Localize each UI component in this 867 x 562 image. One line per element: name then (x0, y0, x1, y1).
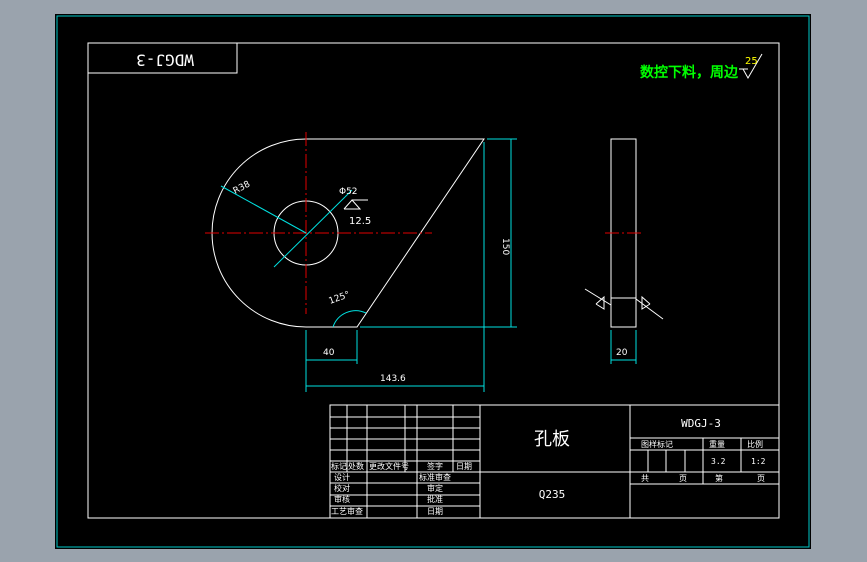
role-check: 校对 (334, 483, 350, 493)
machining-note: 数控下料，周边 (640, 64, 739, 81)
dim-20: 20 (616, 348, 628, 358)
drawing-number: WDGJ-3 (681, 417, 721, 430)
hole-diameter-label: Φ52 (339, 187, 358, 197)
scale-value: 1:2 (751, 457, 766, 466)
note-roughness-value: 25 (745, 56, 758, 67)
rev-header-file: 更改文件号 (369, 461, 409, 471)
dim-143-6: 143.6 (380, 374, 406, 384)
role-process: 工艺审查 (331, 506, 363, 516)
code-box (87, 42, 238, 74)
hole-roughness-value: 12.5 (349, 216, 371, 227)
side-roughness-marks (595, 295, 651, 310)
role-approve: 审定 (427, 483, 443, 493)
total-label: 共 (641, 474, 649, 483)
dim-150: 150 (500, 238, 510, 255)
role-design: 设计 (334, 472, 350, 482)
roughness-symbol (739, 53, 763, 80)
weight-label: 重量 (709, 439, 725, 449)
mirrored-drawing-code: WDGJ-3 (136, 51, 194, 70)
page-label: 第 (715, 473, 723, 483)
front-centerlines (205, 132, 432, 314)
angle-label: 125° (328, 290, 352, 307)
mirrored-code-group: WDGJ-3 (136, 51, 194, 70)
hole-roughness-symbol (343, 199, 368, 210)
role-standard: 标准审查 (419, 472, 451, 482)
material: Q235 (539, 488, 566, 501)
dim-40: 40 (323, 348, 335, 358)
scale-label: 比例 (747, 439, 763, 449)
section-marks (584, 288, 664, 320)
title-block (329, 404, 780, 519)
radius-label: R38 (232, 179, 253, 196)
weight-value: 3.2 (711, 457, 726, 466)
rev-header-date: 日期 (456, 462, 472, 471)
outer-frame (56, 15, 810, 548)
horizontal-dimensions (305, 142, 485, 392)
role-authorize: 批准 (427, 494, 443, 504)
role-date: 日期 (427, 507, 443, 516)
part-name: 孔板 (534, 429, 570, 450)
stage-mark-label: 图样标记 (641, 439, 673, 449)
radius-leader (220, 185, 353, 268)
inner-border (87, 42, 780, 519)
vertical-dimension (360, 138, 517, 328)
rev-header-sign: 签字 (427, 461, 443, 471)
page-suffix: 页 (757, 474, 765, 483)
role-review: 审核 (334, 494, 350, 504)
cad-drawing: WDGJ-3 数控下料，周边 25 R38 Φ52 12.5 125° 40 (56, 15, 810, 548)
side-dimension (610, 330, 637, 364)
sheets-label: 页 (679, 474, 687, 483)
drawing-sheet: WDGJ-3 数控下料，周边 25 R38 Φ52 12.5 125° 40 (55, 14, 811, 549)
angle-arc (332, 310, 367, 328)
rev-header-mark: 标记 (331, 461, 347, 471)
rev-header-count: 处数 (348, 461, 364, 471)
